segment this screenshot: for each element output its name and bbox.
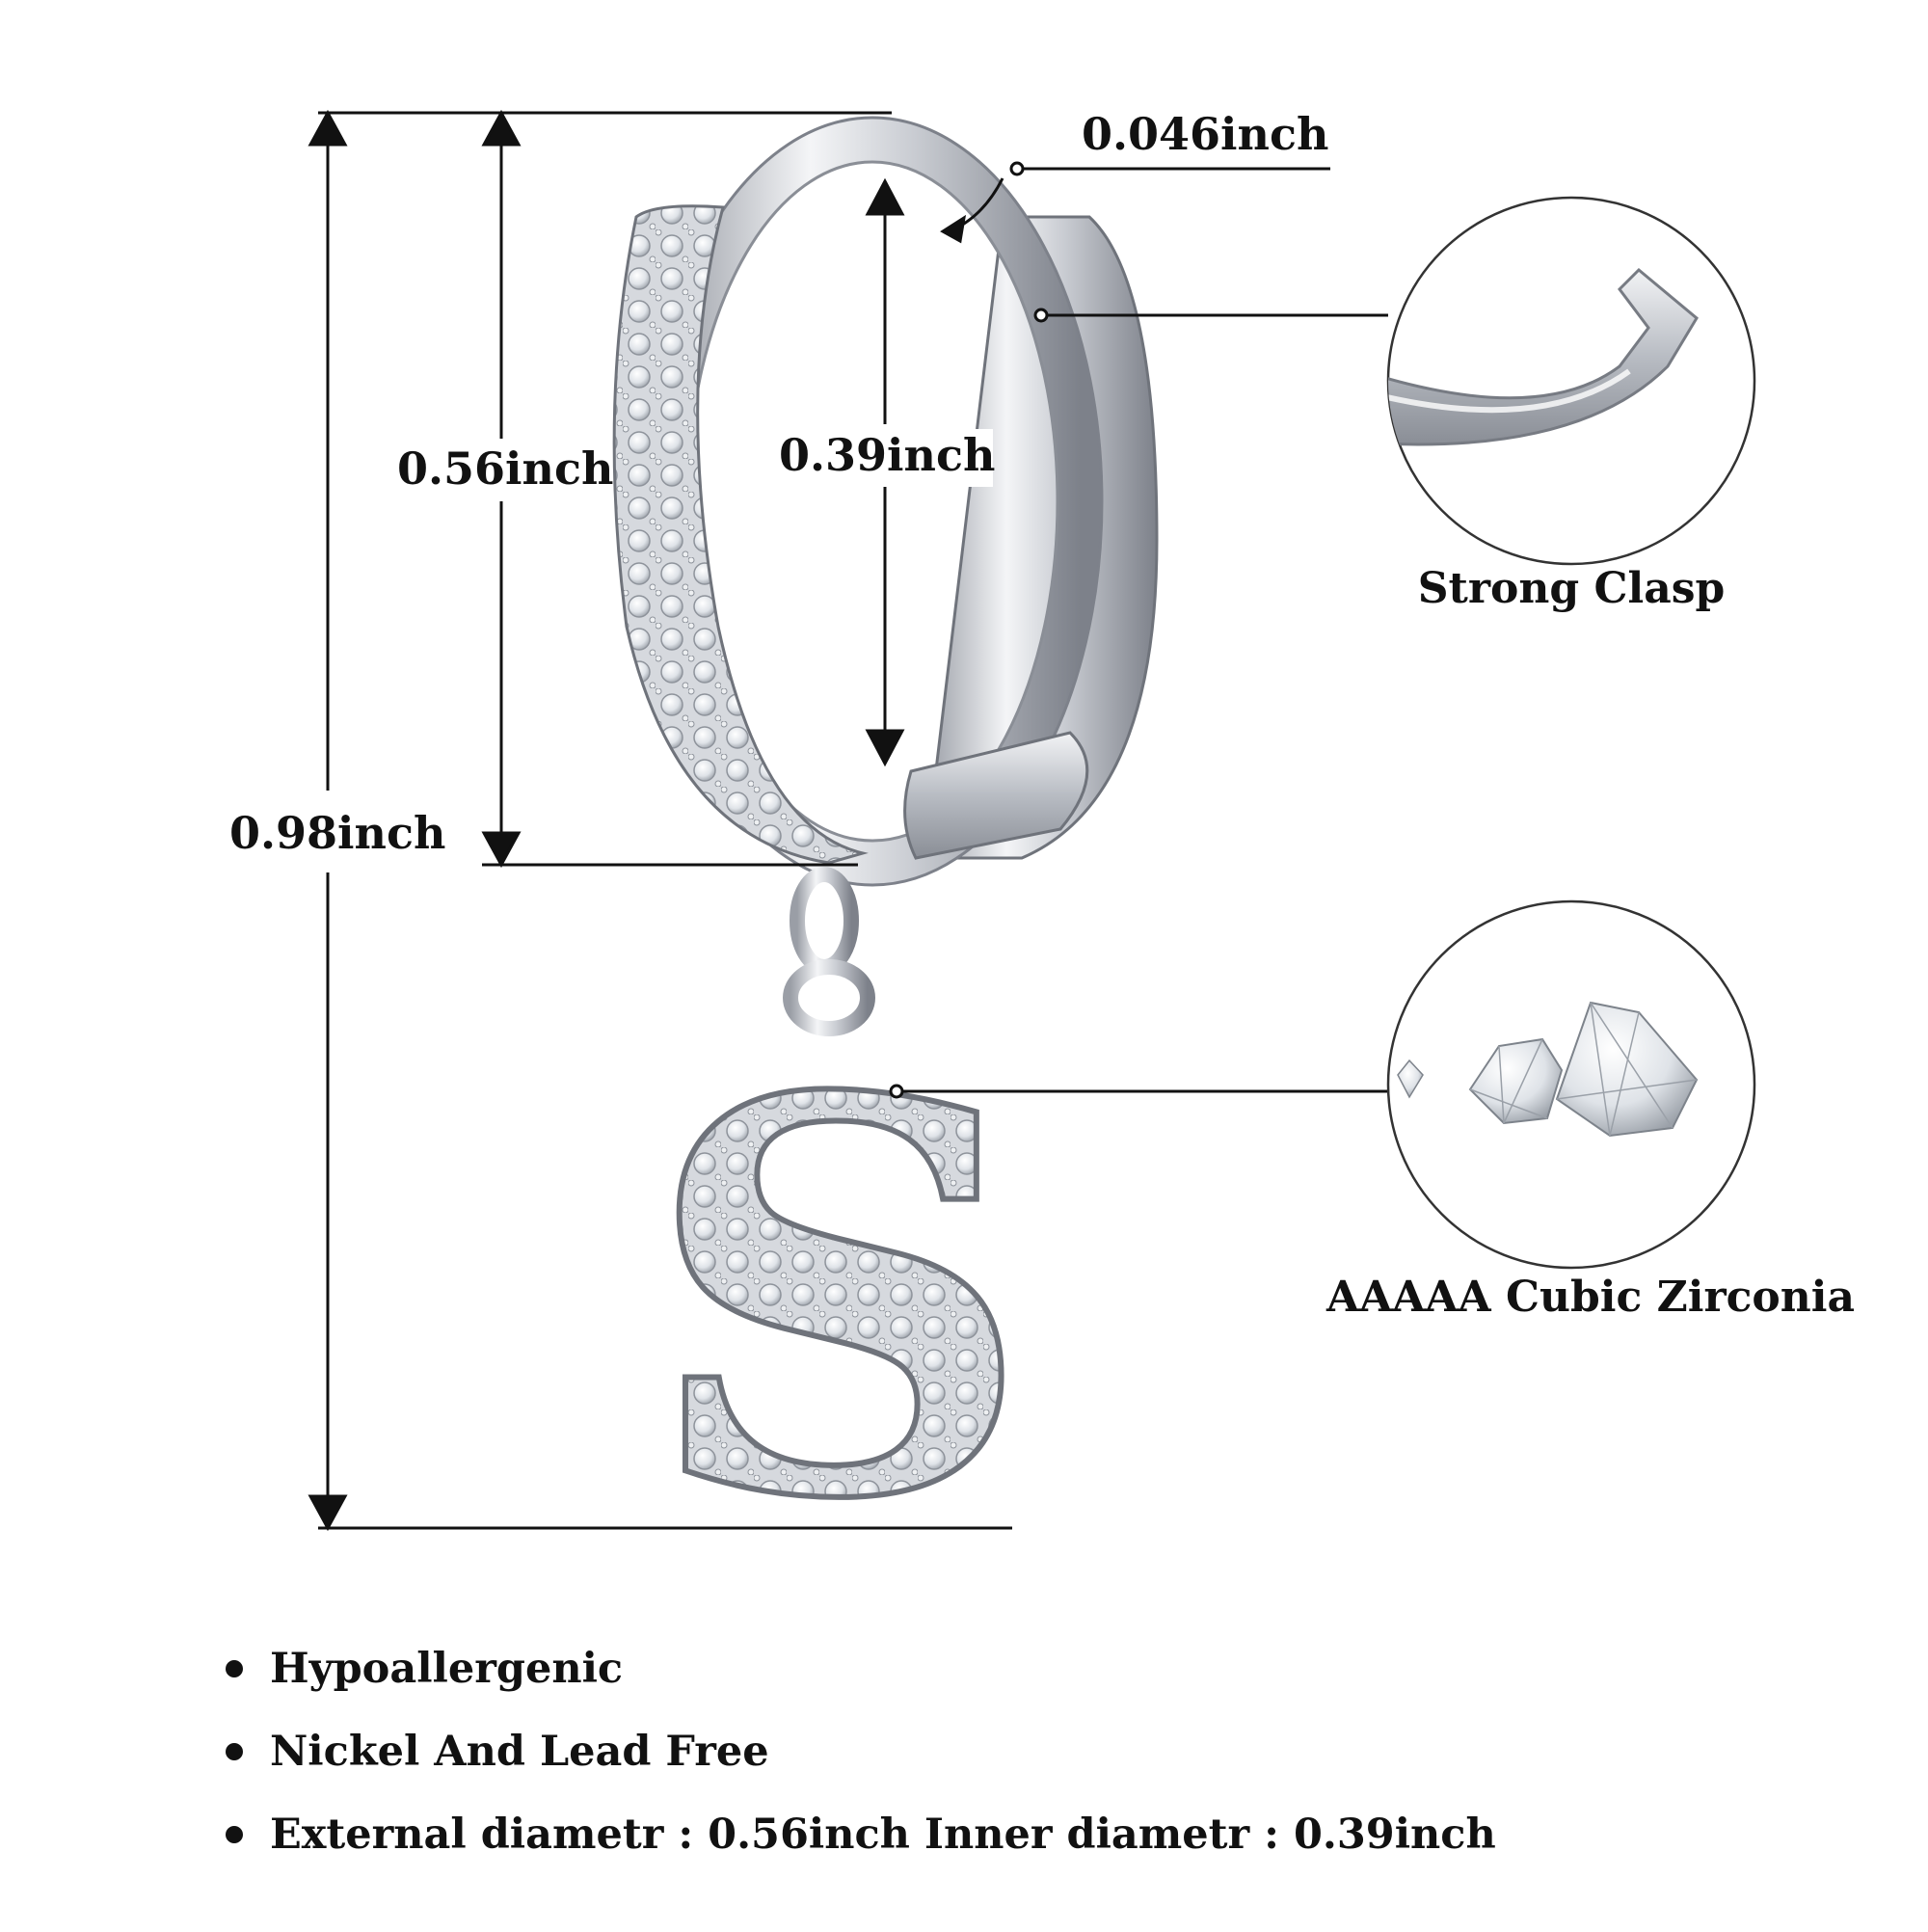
- hoop-back-band: [924, 215, 1159, 860]
- clasp-label: Strong Clasp: [1418, 564, 1725, 613]
- pendant-letter: S: [644, 983, 1033, 1618]
- feature-item: External diametr : 0.56inch Inner diamet…: [222, 1814, 1496, 1856]
- feature-list: Hypoallergenic Nickel And Lead Free Exte…: [222, 1649, 1496, 1897]
- letter-pendant: S: [641, 867, 1036, 1621]
- feature-text: External diametr : 0.56inch Inner diamet…: [270, 1811, 1496, 1859]
- stone-label: AAAAA Cubic Zirconia: [1326, 1273, 1855, 1322]
- bullet-icon: [226, 1660, 243, 1677]
- stone-detail: AAAAA Cubic Zirconia: [1326, 899, 1855, 1322]
- clasp-closeup: [1388, 267, 1699, 446]
- inner-diameter-label: 0.39inch: [779, 429, 995, 481]
- clasp-detail-circle: [1386, 196, 1756, 566]
- total-height-label: 0.98inch: [229, 807, 445, 859]
- external-diameter-label: 0.56inch: [397, 443, 613, 495]
- feature-text: Nickel And Lead Free: [270, 1728, 769, 1776]
- hoop-earring: [612, 116, 1159, 887]
- bullet-icon: [226, 1826, 243, 1843]
- clasp-detail: Strong Clasp: [1386, 196, 1756, 613]
- feature-item: Hypoallergenic: [222, 1649, 1496, 1690]
- thickness-label: 0.046inch: [1082, 108, 1328, 160]
- clasp-block: [903, 731, 1089, 860]
- pave-crystal-band: [612, 204, 869, 865]
- feature-item: Nickel And Lead Free: [222, 1731, 1496, 1773]
- jump-ring: [790, 867, 859, 975]
- dimension-labels: 0.98inch 0.56inch 0.39inch 0.046inch: [217, 108, 1328, 863]
- bullet-icon: [226, 1743, 243, 1760]
- small-gem-icon: [1397, 1059, 1424, 1099]
- dimension-lines: [308, 109, 1388, 1532]
- feature-text: Hypoallergenic: [270, 1645, 624, 1693]
